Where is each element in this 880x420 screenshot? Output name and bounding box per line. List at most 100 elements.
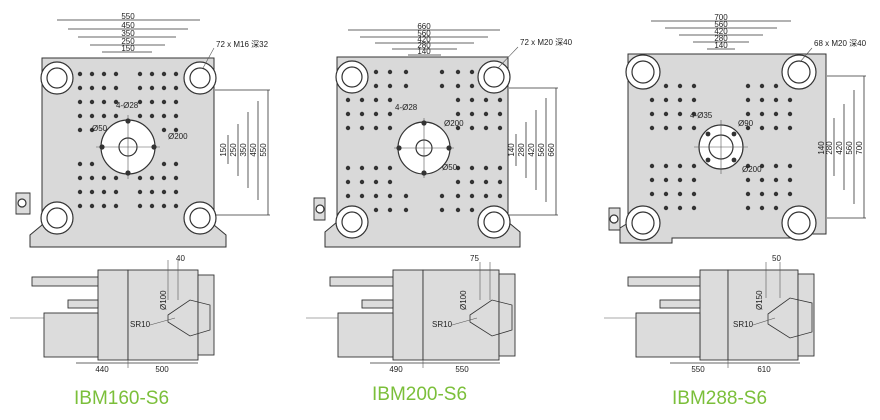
mounting-hole: [345, 165, 351, 171]
m1-vdim-5: 550: [259, 143, 268, 157]
mounting-hole: [759, 205, 765, 211]
m1-sphere-radius: SR10: [130, 320, 151, 329]
mounting-hole: [101, 99, 107, 105]
mounting-hole: [373, 97, 379, 103]
mounting-hole: [403, 83, 409, 89]
mounting-hole: [691, 191, 697, 197]
mounting-hole: [745, 83, 751, 89]
mounting-hole: [161, 203, 167, 209]
mounting-hole: [173, 175, 179, 181]
mounting-hole: [663, 177, 669, 183]
m3-hdim-5: 140: [714, 41, 728, 50]
mounting-hole: [787, 177, 793, 183]
mounting-hole: [469, 165, 475, 171]
mounting-hole: [149, 71, 155, 77]
mounting-hole: [77, 189, 83, 195]
mounting-hole: [497, 111, 503, 117]
mounting-hole: [483, 165, 489, 171]
mounting-hole: [759, 97, 765, 103]
mounting-hole: [113, 71, 119, 77]
m2-center-outer: Ø200: [444, 119, 464, 128]
mounting-hole: [663, 205, 669, 211]
model-1-side-view: 40 Ø100 SR10 440 500: [10, 254, 215, 374]
m1-bottom-dim-1: 440: [95, 365, 109, 374]
m1-center-outer: Ø200: [168, 132, 188, 141]
mounting-hole: [455, 165, 461, 171]
mounting-hole: [787, 97, 793, 103]
m3-platen-holes: 4-Ø35: [690, 111, 713, 120]
m1-vdim-3: 350: [239, 143, 248, 157]
mounting-hole: [149, 203, 155, 209]
model-2-top-dimensions: 660 560 420 280 140 72 x M20 深40: [348, 22, 573, 69]
mounting-hole: [387, 97, 393, 103]
m1-bottom-dim-2: 500: [155, 365, 169, 374]
mounting-hole: [359, 193, 365, 199]
mounting-hole: [691, 97, 697, 103]
mounting-hole: [137, 189, 143, 195]
mounting-hole: [745, 125, 751, 131]
m2-hdim-4: 280: [417, 41, 431, 50]
mounting-hole: [787, 125, 793, 131]
m2-sphere-radius: SR10: [432, 320, 453, 329]
m1-hdim-5: 150: [121, 44, 135, 53]
mounting-hole: [345, 179, 351, 185]
mounting-hole: [691, 177, 697, 183]
mounting-hole: [469, 69, 475, 75]
mounting-hole: [649, 177, 655, 183]
mounting-hole: [469, 193, 475, 199]
mounting-hole: [439, 69, 445, 75]
mounting-hole: [101, 71, 107, 77]
m3-center-outer: Ø200: [742, 165, 762, 174]
mounting-hole: [345, 111, 351, 117]
m3-vdim-5: 700: [855, 141, 864, 155]
mounting-hole: [149, 99, 155, 105]
mounting-hole: [359, 125, 365, 131]
mounting-hole: [455, 69, 461, 75]
mounting-hole: [373, 165, 379, 171]
mounting-hole: [173, 161, 179, 167]
mounting-hole: [403, 69, 409, 75]
mounting-hole: [89, 203, 95, 209]
m2-vdim-2: 280: [517, 143, 526, 157]
m2-vdim-4: 560: [537, 143, 546, 157]
mounting-hole: [387, 179, 393, 185]
mounting-hole: [149, 113, 155, 119]
mounting-hole: [173, 71, 179, 77]
model-2-label: IBM200-S6: [372, 384, 467, 405]
mounting-hole: [773, 177, 779, 183]
m1-vdim-1: 150: [219, 143, 228, 157]
mounting-hole: [497, 193, 503, 199]
mounting-hole: [677, 177, 683, 183]
m2-nozzle-dia: Ø100: [459, 290, 468, 310]
m2-bottom-dim-2: 550: [455, 365, 469, 374]
mounting-hole: [77, 85, 83, 91]
m3-nozzle-depth: 50: [772, 254, 781, 263]
mounting-hole: [773, 205, 779, 211]
m3-vdim-1: 140: [817, 141, 826, 155]
mounting-hole: [89, 175, 95, 181]
m1-hdim-3: 350: [121, 29, 135, 38]
mounting-hole: [161, 189, 167, 195]
model-2-right-dimensions: 140 280 420 560 660: [507, 87, 558, 216]
mounting-hole: [373, 69, 379, 75]
mounting-hole: [649, 163, 655, 169]
m1-nozzle-dia: Ø100: [159, 290, 168, 310]
mounting-hole: [497, 179, 503, 185]
model-1-platen: [15, 57, 227, 248]
model-3-platen: [608, 53, 827, 244]
mounting-hole: [387, 165, 393, 171]
m1-vdim-4: 450: [249, 143, 258, 157]
mounting-hole: [759, 177, 765, 183]
mounting-hole: [483, 125, 489, 131]
m2-holes-note: 72 x M20 深40: [520, 38, 573, 47]
mounting-hole: [113, 85, 119, 91]
mounting-hole: [677, 191, 683, 197]
mounting-hole: [455, 179, 461, 185]
m1-platen-holes: 4-Ø28: [116, 101, 139, 110]
mounting-hole: [77, 161, 83, 167]
mounting-hole: [149, 175, 155, 181]
mounting-hole: [483, 97, 489, 103]
mounting-hole: [649, 111, 655, 117]
mounting-hole: [773, 111, 779, 117]
mounting-hole: [89, 99, 95, 105]
